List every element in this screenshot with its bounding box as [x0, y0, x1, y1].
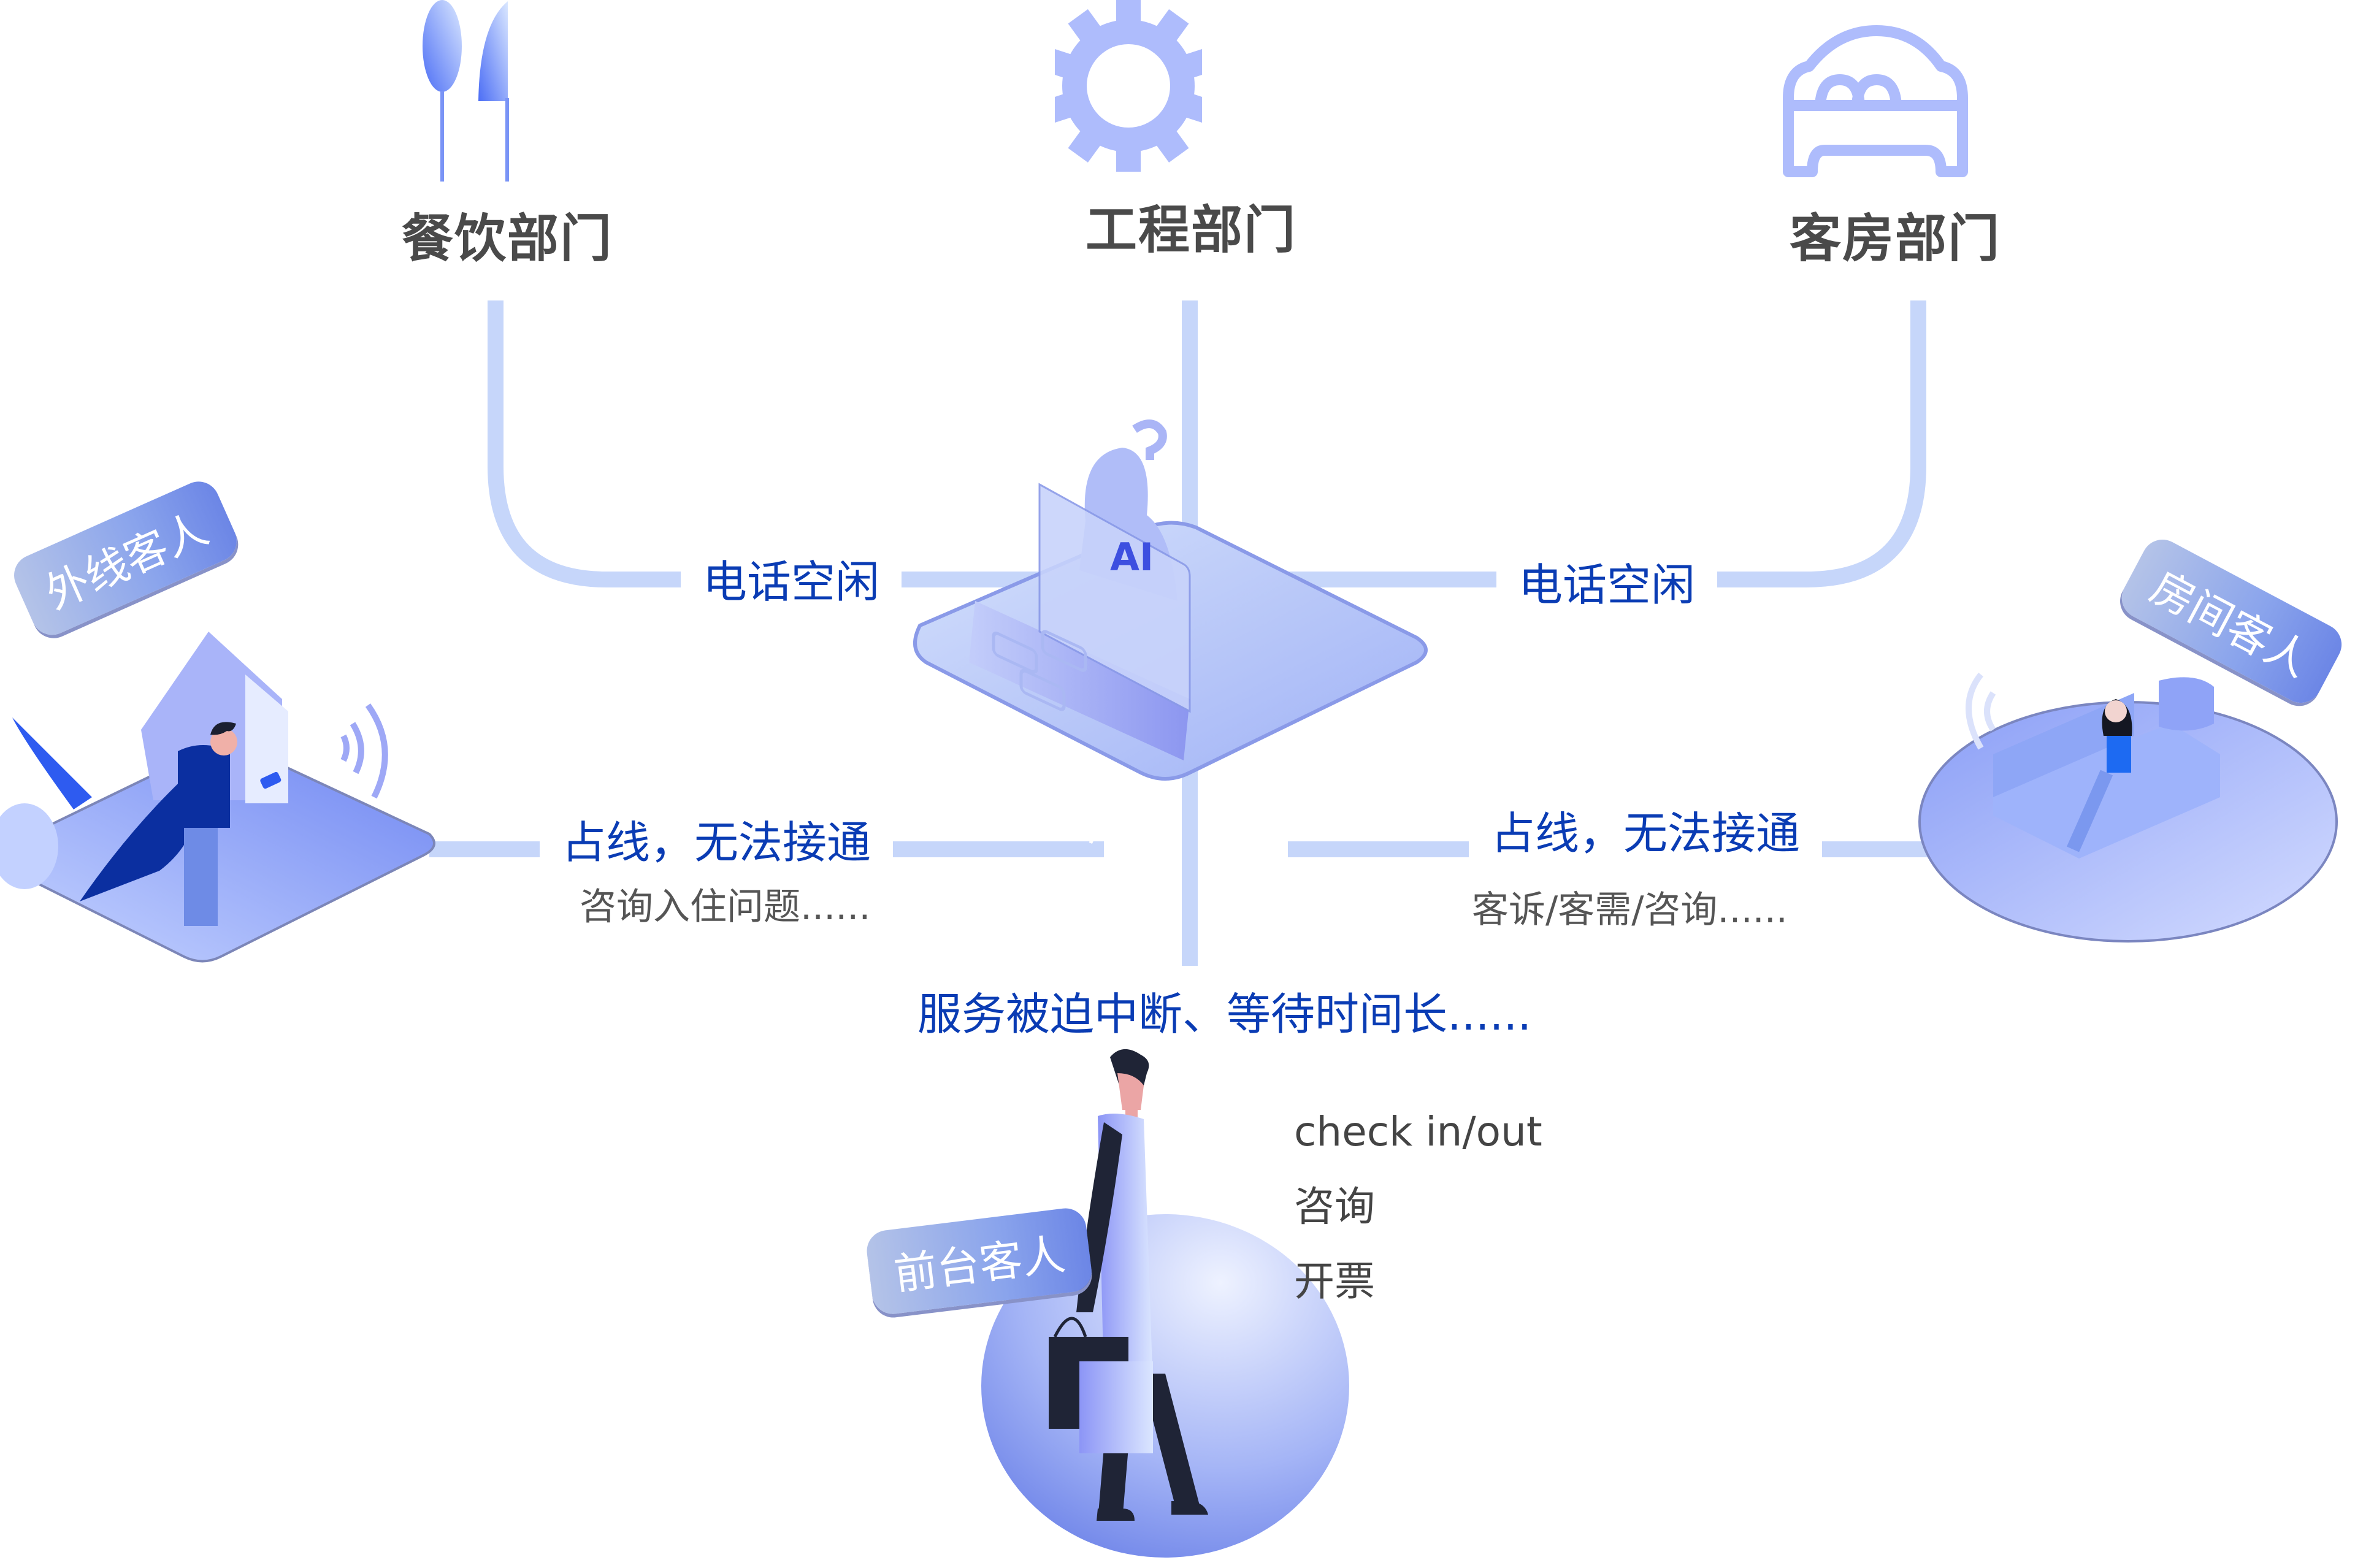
- status-outside-busy: 占线，无法接通: [540, 794, 894, 883]
- bed-icon: [1783, 25, 1968, 177]
- gear-icon: [1055, 0, 1202, 172]
- status-housekeeping-idle: 电话空闲: [1496, 537, 1718, 625]
- need-item: check in/out: [1294, 1108, 1542, 1155]
- phone-ringing-icon-room: [1966, 672, 1996, 750]
- cutlery-icon: [423, 0, 509, 182]
- ai-screen-label: AI: [1110, 535, 1154, 579]
- bottle-bubble: [2159, 677, 2214, 731]
- dept-label-housekeeping: 客房部门: [1790, 208, 2001, 269]
- need-item: 开票: [1294, 1258, 1375, 1305]
- keypad: [992, 630, 1087, 711]
- sofa: [1993, 724, 2220, 859]
- outside-topic: 咨询入住问题......: [580, 885, 871, 928]
- need-item: 咨询: [1294, 1183, 1375, 1230]
- purple-shopping-bag: [1079, 1361, 1153, 1453]
- line-housekeeping-to-desk: [1190, 300, 1926, 587]
- status-dining-idle: 电话空闲: [681, 534, 902, 622]
- front-desk-illustration: [913, 419, 1428, 781]
- dept-label-dining: 餐饮部门: [402, 208, 613, 269]
- outside-guest-illustration: [0, 632, 435, 963]
- front-guest-needs: check in/out 咨询 开票: [1294, 1095, 1542, 1319]
- dept-label-engineering: 工程部门: [1086, 200, 1297, 260]
- question-icon: [1132, 419, 1167, 460]
- line-dining-to-desk: [488, 300, 1190, 587]
- ai-screen: [1038, 483, 1191, 713]
- standing-man: [178, 722, 281, 926]
- sitting-woman: [2066, 699, 2132, 852]
- room-topic: 客诉/客需/咨询......: [1472, 889, 1788, 931]
- status-room-busy: 占线，无法接通: [1469, 785, 1823, 874]
- phone-ringing-icon: [340, 703, 388, 799]
- room-guest-illustration: [1918, 672, 2338, 943]
- status-front-problem: 服务被迫中断、等待时间长......: [895, 966, 1554, 1055]
